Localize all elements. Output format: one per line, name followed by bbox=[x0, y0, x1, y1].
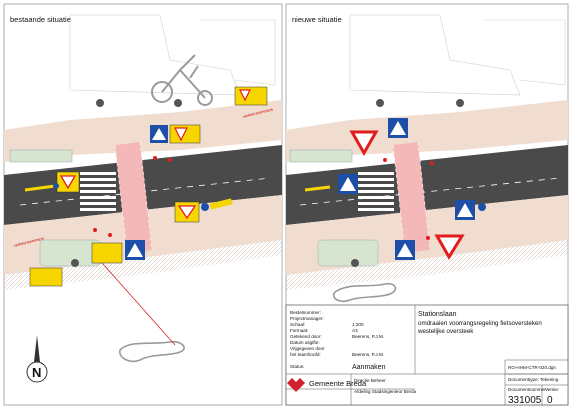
project-desc-1: omdraaien voorrangsregeling fietsoverste… bbox=[418, 320, 542, 327]
doc-type-label: Documenttype: bbox=[508, 377, 539, 382]
sign-crossing-lower bbox=[91, 240, 145, 264]
title-block: Bestelnummer: Projectmanager: Schaal: 1:… bbox=[285, 304, 569, 406]
sign-new-yield-upper-left bbox=[349, 130, 379, 157]
sign-new-yield-lower-right bbox=[434, 234, 465, 260]
sign-yield-road-left bbox=[56, 171, 80, 193]
compass-label: N bbox=[32, 365, 41, 380]
version-value: 0 bbox=[547, 395, 553, 406]
version-label: Versie: bbox=[545, 387, 559, 392]
status-value: Aanmaken bbox=[352, 364, 386, 371]
doc-number-label: Documentnummer: bbox=[508, 387, 547, 392]
project-desc-2: westelijke oversteek bbox=[417, 328, 474, 335]
sign-bike-left bbox=[29, 267, 63, 287]
field-value-3: 1:200 bbox=[352, 322, 364, 327]
left-panel-title: bestaande situatie bbox=[10, 15, 71, 24]
field-label-7: Vrijgegeven door bbox=[290, 346, 325, 351]
status-label: Status: bbox=[290, 364, 304, 369]
sign-new-crossing-upper bbox=[388, 118, 408, 138]
field-value-4: A3 bbox=[352, 328, 358, 333]
field-label-2: Projectmanager: bbox=[290, 316, 324, 321]
left-panel: verkeersremmers verkeersremmers N bestaa… bbox=[3, 3, 283, 406]
field-label-4: Formaat: bbox=[290, 328, 308, 333]
doc-type-value: Tekening bbox=[540, 377, 559, 382]
doc-number-value: 331005 bbox=[508, 395, 542, 406]
field-label-5: Getekend door: bbox=[290, 334, 322, 339]
sign-yield-road-right bbox=[174, 198, 233, 223]
field-value-8: Beerens, P.J.M. bbox=[352, 352, 384, 357]
project-title: Stationslaan bbox=[418, 311, 457, 318]
sign-new-crossing-road-right bbox=[455, 200, 486, 220]
field-label-3: Schaal: bbox=[290, 322, 305, 327]
dept-1: Directie Beheer bbox=[354, 378, 386, 383]
sign-new-crossing-lower bbox=[395, 240, 415, 260]
dept-2: Afdeling Stadsingenieur Breda bbox=[354, 389, 417, 394]
field-value-5: Beerens, P.J.M. bbox=[352, 334, 384, 339]
north-arrow-icon: N bbox=[26, 335, 48, 383]
org-name: Gemeente Breda bbox=[309, 379, 367, 388]
sign-crossing-upper bbox=[150, 124, 201, 144]
right-panel-title: nieuwe situatie bbox=[292, 15, 342, 24]
field-label-8: het teamhoofd: bbox=[290, 352, 321, 357]
sign-new-crossing-road-left bbox=[338, 174, 358, 194]
sign-yield-bike-left bbox=[234, 86, 268, 106]
gemeente-breda-logo-icon bbox=[287, 378, 305, 392]
file-reference: RO-HHM-CTR-020.dgn bbox=[508, 365, 556, 370]
field-label-1: Bestelnummer: bbox=[290, 310, 321, 315]
field-label-6: Datum uitgifte: bbox=[290, 340, 320, 345]
